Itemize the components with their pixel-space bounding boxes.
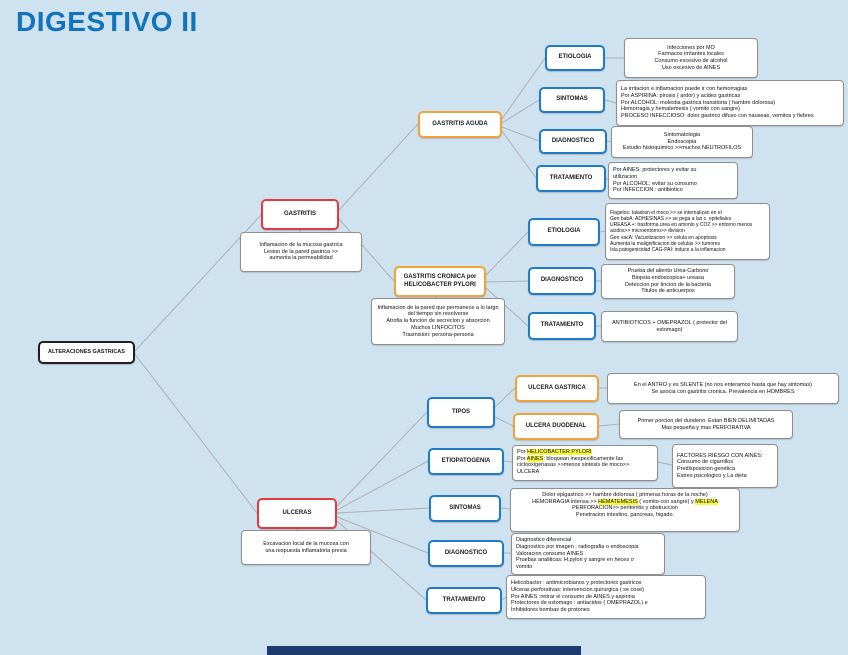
ulceras-sintomas-text: PERFORACION>> peritonitis y obstruccion … <box>572 505 678 519</box>
note-aguda-tratamiento[interactable]: Por AINES: protectores y evitar su utili… <box>608 162 738 199</box>
page-title: DIGESTIVO II <box>16 6 198 37</box>
node-gastritis-aguda[interactable]: GASTRITIS AGUDA <box>418 111 502 138</box>
note-ulcera-duodenal[interactable]: Primer porcion del duodeno. Estan BIEN D… <box>619 410 793 439</box>
note-cronica-tratamiento[interactable]: ANTIBIOTICOS + OMEPRAZOL ( protector del… <box>601 311 738 342</box>
etiopatogenia-text: Por <box>517 455 527 462</box>
note-aguda-diagnostico[interactable]: Sintomatologia Endoscopia Estudio histoq… <box>611 126 753 158</box>
node-ulceras-sintomas[interactable]: SINTOMAS <box>429 495 501 522</box>
note-ulceras[interactable]: Excavacion local de la mucosa con una re… <box>241 530 371 565</box>
note-factores-riesgo[interactable]: FACTORES RIESGO CON AINES: Consumo de ci… <box>672 444 778 488</box>
node-ulceras-tratamiento[interactable]: TRATAMIENTO <box>426 587 502 614</box>
note-ulceras-diagnostico[interactable]: Diagnostico diferencial Diagnostico por … <box>511 533 665 575</box>
node-gastritis[interactable]: GASTRITIS <box>261 199 339 230</box>
note-gastritis[interactable]: Inflamacion de la mucosa gastrica Lesion… <box>240 232 362 272</box>
etiopatogenia-text: Por <box>517 449 528 455</box>
note-ulceras-tratamiento[interactable]: Helicobacter : antimicrobianos y protect… <box>506 575 706 619</box>
node-etiopatogenia[interactable]: ETIOPATOGENIA <box>428 448 504 475</box>
sintomas-highlight-hematemesis: HEMATEMESIS <box>598 498 638 505</box>
note-aguda-sintomas[interactable]: La irritacion e inflamacion puede ir con… <box>616 80 844 126</box>
node-ulcera-gastrica[interactable]: ULCERA GASTRICA <box>515 375 599 402</box>
note-ulceras-sintomas[interactable]: Dolor epigastrico >> hambre dolorosa ( p… <box>510 488 740 532</box>
node-tipos[interactable]: TIPOS <box>427 397 495 428</box>
bottom-bar <box>267 646 581 655</box>
node-ulceras-diagnostico[interactable]: DIAGNOSTICO <box>428 540 504 567</box>
ulceras-sintomas-text: ( vomito con sangre) y <box>637 498 696 505</box>
node-ulcera-duodenal[interactable]: ULCERA DUODENAL <box>513 413 599 440</box>
node-aguda-diagnostico[interactable]: DIAGNOSTICO <box>539 129 607 154</box>
note-ulcera-gastrica[interactable]: En el ANTRO y es SILENTE (no nos enteram… <box>607 373 839 404</box>
etiopatogenia-highlight-pylori: HELICOBACTER PYLORI <box>527 449 592 455</box>
sintomas-highlight-melena: MELENA <box>695 498 718 505</box>
ulceras-sintomas-text: Dolor epigastrico >> hambre dolorosa ( p… <box>542 492 708 498</box>
note-cronica-diagnostico[interactable]: Prueba del aliento Urea-Carbono Biopsia … <box>601 264 735 299</box>
node-ulceras[interactable]: ULCERAS <box>257 498 337 529</box>
note-aguda-etiologia[interactable]: Infecciones por MO Farmacos irritantes l… <box>624 38 758 78</box>
note-gastritis-cronica[interactable]: Inflamacion de la pared que permanece a … <box>371 298 505 345</box>
node-aguda-tratamiento[interactable]: TRATAMIENTO <box>536 165 606 192</box>
ulceras-sintomas-text: HEMORRAGIA intensa >> <box>532 498 599 505</box>
node-alteraciones-gastricas[interactable]: ALTERACIONES GASTRICAS <box>38 341 135 364</box>
note-cronica-etiologia[interactable]: Flagelos: taladran el moco >> se interna… <box>605 203 770 260</box>
node-gastritis-cronica[interactable]: GASTRITIS CRONICA por HELICOBACTER PYLOR… <box>394 266 486 297</box>
node-aguda-etiologia[interactable]: ETIOLOGIA <box>545 45 605 71</box>
etiopatogenia-highlight-aines: AINES <box>526 455 544 462</box>
node-cronica-tratamiento[interactable]: TRATAMIENTO <box>528 312 596 340</box>
node-cronica-etiologia[interactable]: ETIOLOGIA <box>528 218 600 246</box>
etiopatogenia-text: : bloquean inespecificamente las cicloox… <box>517 455 630 476</box>
node-aguda-sintomas[interactable]: SINTOMAS <box>539 87 605 113</box>
node-cronica-diagnostico[interactable]: DIAGNOSTICO <box>528 267 596 295</box>
